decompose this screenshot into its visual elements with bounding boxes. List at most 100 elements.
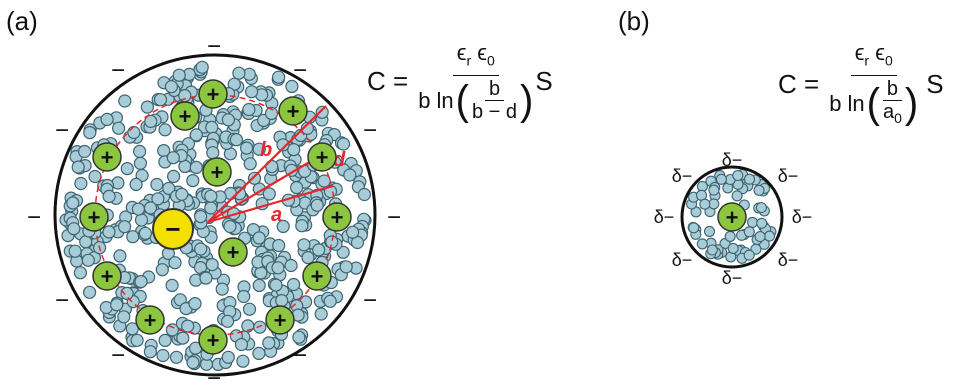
solvent-molecule <box>703 225 716 237</box>
solvent-molecule <box>117 310 131 324</box>
solvent-molecule <box>290 181 304 195</box>
panel-label-b: (b) <box>618 6 650 36</box>
cation-sign: + <box>274 308 287 333</box>
solvent-molecule <box>252 231 266 245</box>
panel-label-a: (a) <box>6 6 38 36</box>
solvent-molecule <box>67 222 81 236</box>
cations-a: ++++++++++++++ <box>79 79 352 355</box>
partial-charge: δ− <box>778 250 799 270</box>
cation-sign: + <box>331 205 344 230</box>
equation-b: C = ϵr ϵ0 b ln ( b a0 ) S <box>778 40 944 129</box>
solvent-molecule <box>247 171 262 185</box>
solvent-molecule <box>699 198 711 210</box>
solvent-molecule <box>743 173 756 185</box>
negative-charge: − <box>111 57 125 84</box>
solvent-molecule <box>688 222 700 234</box>
solvent-molecule <box>269 278 283 292</box>
cation-b: + <box>717 202 747 232</box>
eq-a-rhs: S <box>535 66 553 97</box>
solvent-molecule <box>753 184 765 196</box>
solvent-molecule <box>158 123 172 137</box>
solvent-molecule <box>346 225 360 239</box>
solvent-molecule <box>189 128 203 142</box>
solvent-molecule <box>138 226 152 240</box>
solvent-molecule <box>204 189 218 203</box>
radius-lines-a <box>207 105 334 224</box>
solvent-molecule <box>325 235 339 249</box>
solvent-molecule <box>77 144 92 159</box>
solvent-molecule <box>129 177 143 191</box>
solvent-molecule <box>336 245 350 259</box>
solvent-molecule <box>252 278 266 292</box>
solvent-molecule <box>168 256 182 270</box>
solvent-molecule <box>242 302 257 316</box>
cation-a: + <box>198 325 228 355</box>
cation-sign: + <box>211 160 224 185</box>
negative-charge: − <box>207 365 221 392</box>
eq-b-denominator: b ln ( b a0 ) <box>829 76 918 129</box>
solvent-molecule <box>102 225 116 239</box>
cation-a: + <box>198 79 228 109</box>
solvent-molecule <box>166 151 180 165</box>
solvent-molecule <box>151 192 165 206</box>
negative-charge: − <box>55 287 69 314</box>
solvent-molecule <box>82 285 97 299</box>
eq-b-fraction: ϵr ϵ0 b ln ( b a0 ) <box>829 40 918 129</box>
solvent-molecule <box>133 144 147 158</box>
solvent-molecule <box>285 79 299 94</box>
solvent-molecule <box>162 181 176 195</box>
solvent-molecule <box>245 85 259 99</box>
solvent-molecule <box>284 258 298 273</box>
solvent-molecule <box>276 219 290 233</box>
label-a: a <box>271 204 282 226</box>
eq-b-numerator: ϵr ϵ0 <box>850 40 897 77</box>
solvent-molecule <box>262 187 276 201</box>
solvent-molecule <box>195 60 209 74</box>
cation-sign: + <box>311 264 324 289</box>
partial-charges-b: δ−δ−δ−δ−δ−δ−δ−δ− <box>654 150 813 288</box>
cation-a: + <box>92 142 122 172</box>
cation-sign: + <box>287 99 300 124</box>
solvent-molecule <box>295 219 309 233</box>
negative-charge: − <box>387 204 401 231</box>
solvent-molecule <box>253 320 267 334</box>
radius-line-b <box>207 105 327 223</box>
solvent-molecule <box>73 266 88 280</box>
partial-charge: δ− <box>722 268 743 288</box>
partial-charge: δ− <box>792 207 813 227</box>
solvent-molecule <box>153 93 168 107</box>
outer-sphere-b <box>680 165 784 269</box>
solvent-molecule <box>731 190 743 202</box>
solvent-molecule <box>287 143 301 157</box>
solvent-molecule <box>165 278 179 292</box>
solvent-molecule <box>188 297 202 311</box>
eq-a-inner-fraction: b b − d <box>472 78 518 124</box>
solvent-molecule <box>131 202 145 216</box>
eq-b-inner-fraction: b a0 <box>882 78 903 127</box>
solvent-molecule <box>323 294 337 308</box>
solvent-molecule <box>155 263 169 277</box>
partial-charge: δ− <box>722 150 743 170</box>
cation-a: + <box>278 96 308 126</box>
solvent-molecule <box>272 70 286 84</box>
solvent-molecule <box>167 169 181 183</box>
solvent-molecule <box>754 231 766 243</box>
solvent-molecule <box>301 251 315 265</box>
solvent-molecule <box>297 238 311 252</box>
eq-a-lhs: C = <box>367 66 409 97</box>
cation-a: + <box>170 101 200 131</box>
radius-line-a <box>207 184 334 224</box>
solvent-molecule <box>189 160 203 174</box>
solvent-molecule <box>715 173 727 185</box>
solvent-molecule <box>118 94 132 108</box>
solvent-molecule <box>117 220 132 234</box>
label-b: b <box>260 139 272 161</box>
cation-a: + <box>265 305 295 335</box>
solvent-molecule <box>234 337 249 352</box>
cation-sign: + <box>179 104 192 129</box>
cation-a: + <box>322 202 352 232</box>
solvent-molecule <box>74 176 88 191</box>
solvent-molecule <box>194 210 208 224</box>
solvent-molecule <box>743 226 755 238</box>
solvent-molecule <box>176 331 190 345</box>
